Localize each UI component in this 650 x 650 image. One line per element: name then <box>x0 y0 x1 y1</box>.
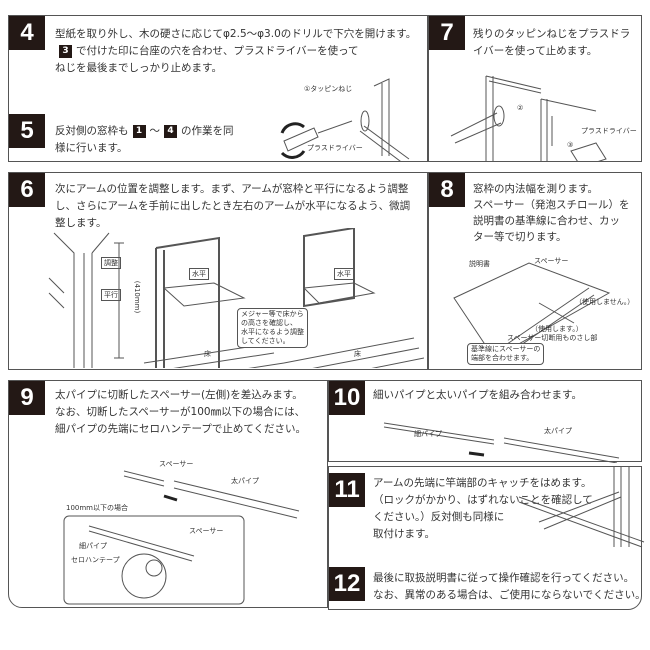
text-line: 様に行います。 <box>55 142 128 154</box>
panel-step-9: 9 太パイプに切断したスペーサー(左側)を差込みます。 なお、切断したスペーサー… <box>8 380 328 608</box>
panel-step-4-5: 4 型紙を取り外し、木の硬さに応じてφ2.5〜φ3.0のドリルで下穴を開けます。… <box>8 15 428 162</box>
label-spacer: スペーサー <box>159 460 194 468</box>
step-number-6: 6 <box>9 173 45 207</box>
text-line: 取付けます。 <box>373 528 435 540</box>
label-circled-2: ② <box>517 104 524 112</box>
text-line: し、さらにアームを手前に出したとき左右のアームが水平になるよう、微調 <box>55 200 411 212</box>
panel-step-7: 7 残りのタッピンねじをプラスドラ イバーを使って止めます。 ② ③ プラスドラ… <box>428 15 642 162</box>
step-number-11: 11 <box>329 473 365 507</box>
label-used: （使用します。） <box>531 325 583 333</box>
text-segment: 〜 <box>149 125 161 137</box>
step-ref-badge: 3 <box>59 44 72 58</box>
text-line: スペーサー（発泡スチロール）を <box>473 199 630 211</box>
step-ref-badge: 4 <box>164 124 177 138</box>
catch-attach-illustration <box>518 467 645 548</box>
callout-line: 端部を合わせます。 <box>471 354 534 362</box>
text-line: 最後に取扱説明書に従って操作確認を行ってください。 <box>373 572 635 584</box>
text-line: 説明書の基準線に合わせ、カッ <box>473 215 620 227</box>
text-line: なお、異常のある場合は、ご使用にならないでください。 <box>373 589 646 601</box>
text-line: 窓枠の内法幅を測ります。 <box>473 183 598 195</box>
text-segment: の作業を同 <box>181 125 234 137</box>
label-parallel: 平行 <box>101 289 121 301</box>
arm-adjust-illustration <box>48 228 424 368</box>
step-ref-badge: 1 <box>132 124 146 138</box>
screw-install-illustration <box>280 78 410 161</box>
text-line: 型紙を取り外し、木の硬さに応じてφ2.5〜φ3.0のドリルで下穴を開けます。 <box>55 28 417 40</box>
step-number-4: 4 <box>9 16 45 50</box>
text-line: 細パイプの先端にセロハンテープで止めてください。 <box>55 423 307 435</box>
panel-step-10: 10 細いパイプと太いパイプを組み合わせます。 細パイプ 太パイプ <box>328 380 642 463</box>
label-tapping-screw: ①タッピンねじ <box>304 85 353 93</box>
label-thin-pipe: 細パイプ <box>414 430 442 438</box>
callout-line: 基準線にスペーサーの <box>471 345 541 353</box>
callout-line: メジャー等で床から <box>241 310 304 318</box>
text-line: 太パイプに切断したスペーサー(左側)を差込みます。 <box>55 389 303 401</box>
text-line: 次にアームの位置を調整します。まず、アームが窓枠と平行になるよう調整 <box>55 183 409 195</box>
label-level: 水平 <box>189 268 209 280</box>
callout-line: の高さを確認し、 <box>241 319 297 327</box>
label-floor: 床 <box>354 350 361 358</box>
panel-step-8: 8 窓枠の内法幅を測ります。 スペーサー（発泡スチロール）を 説明書の基準線に合… <box>428 172 642 370</box>
step-9-text: 太パイプに切断したスペーサー(左側)を差込みます。 なお、切断したスペーサーが1… <box>55 387 306 438</box>
label-thick-pipe: 太パイプ <box>544 427 572 435</box>
text-line: ください。）反対側も同様に <box>373 511 505 523</box>
text-line: 整します。 <box>55 217 107 229</box>
label-floor: 床 <box>204 350 211 358</box>
text-line: なお、切断したスペーサーが100㎜以下の場合には、 <box>55 406 306 418</box>
text-line: 3 で付けた印に台座の穴を合わせ、プラスドライバーを使って <box>55 43 416 60</box>
label-unused: （使用しません。） <box>575 298 635 306</box>
step-number-5: 5 <box>9 114 45 148</box>
step-number-9: 9 <box>9 381 45 415</box>
label-screwdriver: プラスドライバー <box>307 144 363 152</box>
text-line: （ロックがかかり、はずれないことを確認して <box>373 494 593 506</box>
step-number-10: 10 <box>329 381 365 415</box>
step-4-text: 型紙を取り外し、木の硬さに応じてφ2.5〜φ3.0のドリルで下穴を開けます。 3… <box>55 26 416 77</box>
step-8-text: 窓枠の内法幅を測ります。 スペーサー（発泡スチロール）を 説明書の基準線に合わせ… <box>473 181 630 245</box>
label-screwdriver: プラスドライバー <box>581 127 637 135</box>
label-ruler: スペーサー切断用ものさし部 <box>507 334 598 342</box>
text-line: 残りのタッピンねじをプラスドラ <box>473 28 631 40</box>
panel-step-6: 6 次にアームの位置を調整します。まず、アームが窓枠と平行になるよう調整 し、さ… <box>8 172 428 370</box>
inset-title: 100mm以下の場合 <box>66 504 128 512</box>
label-thin-pipe: 細パイプ <box>79 542 107 550</box>
text-line: アームの先端に竿端部のキャッチをはめます。 <box>373 477 592 489</box>
step-6-text: 次にアームの位置を調整します。まず、アームが窓枠と平行になるよう調整 し、さらに… <box>55 181 410 232</box>
label-thick-pipe: 太パイプ <box>231 477 259 485</box>
step-number-8: 8 <box>429 173 465 207</box>
pipe-spacer-illustration <box>63 470 300 605</box>
label-circled-3: ③ <box>567 141 574 149</box>
screw-install-illustration <box>450 75 607 161</box>
step-12-text: 最後に取扱説明書に従って操作確認を行ってください。 なお、異常のある場合は、ご使… <box>373 570 646 604</box>
label-adjust: 調整 <box>101 257 121 269</box>
label-height: (410mm) <box>133 280 142 314</box>
panel-step-11-12: 11 アームの先端に竿端部のキャッチをはめます。 （ロックがかかり、はずれないこ… <box>328 466 646 610</box>
label-tape: セロハンテープ <box>71 556 120 564</box>
text-line: イバーを使って止めます。 <box>473 45 598 57</box>
step-number-7: 7 <box>429 16 465 50</box>
text-segment: 反対側の窓枠も <box>55 125 129 137</box>
text-line: ねじを最後までしっかり止めます。 <box>55 62 222 74</box>
callout-line: してください。 <box>241 337 290 345</box>
step-7-text: 残りのタッピンねじをプラスドラ イバーを使って止めます。 <box>473 26 630 60</box>
label-spacer: スペーサー <box>189 527 224 535</box>
step-10-text: 細いパイプと太いパイプを組み合わせます。 <box>373 389 582 401</box>
label-spacer: スペーサー <box>534 257 569 265</box>
text-segment: で付けた印に台座の穴を合わせ、プラスドライバーを使って <box>76 45 359 57</box>
callout-line: 水平になるよう調整 <box>241 328 304 336</box>
pipe-join-illustration <box>383 422 620 463</box>
callout-baseline: 基準線にスペーサーの 端部を合わせます。 <box>467 343 545 365</box>
label-manual: 説明書 <box>469 260 490 268</box>
step-11-text: アームの先端に竿端部のキャッチをはめます。 （ロックがかかり、はずれないことを確… <box>373 475 593 543</box>
label-level: 水平 <box>334 268 354 280</box>
text-line: ター等で切ります。 <box>473 231 567 243</box>
step-number-12: 12 <box>329 567 365 601</box>
callout-measure: メジャー等で床から の高さを確認し、 水平になるよう調整 してください。 <box>237 308 308 348</box>
